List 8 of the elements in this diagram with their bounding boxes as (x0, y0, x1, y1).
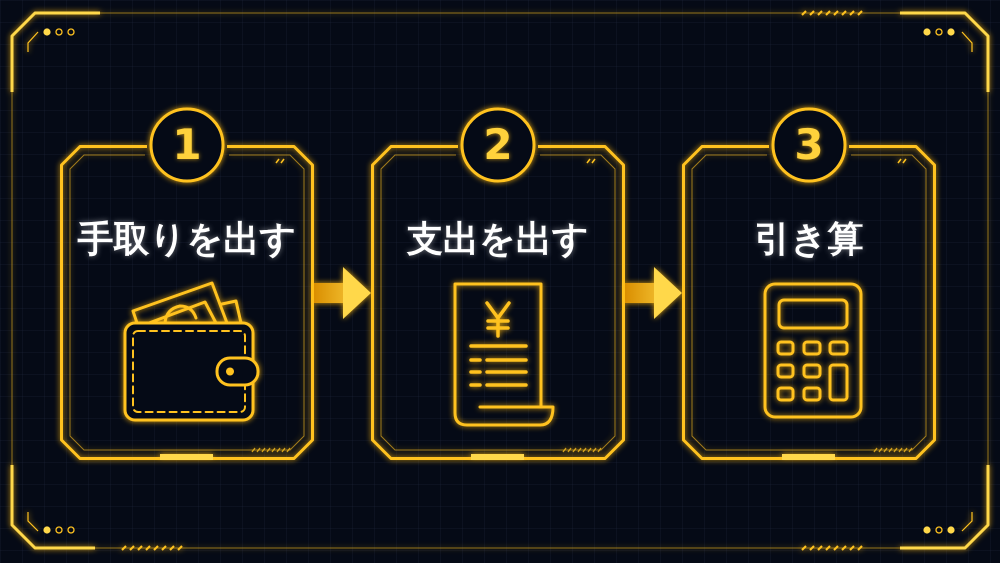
number-badge: 1 (149, 107, 225, 183)
number-badge: 3 (771, 107, 847, 183)
step-title: 引き算 (754, 218, 864, 262)
arrow (314, 267, 371, 319)
step-title: 支出を出す (407, 218, 589, 262)
step-title: 手取りを出す (78, 218, 296, 262)
arrow (625, 267, 682, 319)
number-badge: 2 (460, 107, 536, 183)
